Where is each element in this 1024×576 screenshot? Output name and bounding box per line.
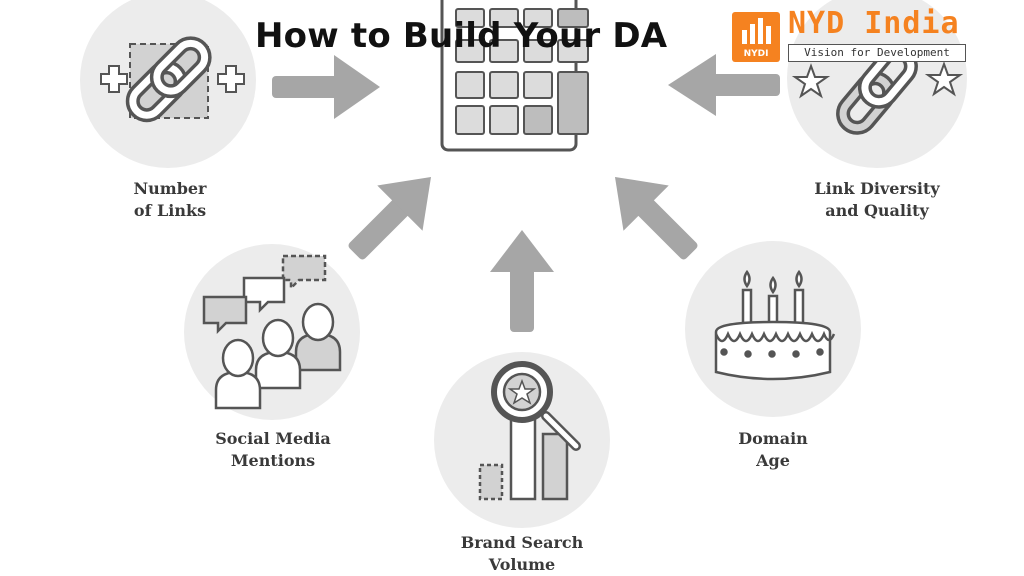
label-number-of-links: Number of Links: [133, 179, 207, 220]
arrow-from-number-of-links: [272, 55, 380, 119]
building-icon: [742, 18, 771, 44]
birthday-cake-icon: [714, 269, 836, 381]
magnifier-bar-chart-icon: [478, 361, 581, 501]
arrow-from-social-media: [348, 176, 432, 260]
logo-name: NYD India: [788, 6, 960, 41]
chain-link-plus-icon: [100, 36, 245, 123]
label-brand-search: Brand Search Volume: [460, 533, 584, 574]
label-domain-age: Domain Age: [738, 429, 808, 470]
arrow-from-link-diversity: [668, 54, 780, 116]
calculator-icon: [440, 0, 589, 152]
arrow-from-brand-search: [490, 230, 554, 332]
label-social-media: Social Media Mentions: [215, 429, 331, 470]
logo-badge-text: NYDI: [743, 49, 769, 59]
people-speech-bubbles-icon: [202, 254, 342, 410]
page-title: How to Build Your DA: [255, 16, 668, 56]
logo-badge: NYDI: [732, 12, 780, 62]
label-link-diversity: Link Diversity and Quality: [814, 179, 940, 220]
brand-logo: NYDI NYD India Vision for Development: [732, 6, 968, 66]
logo-tagline: Vision for Development: [788, 44, 966, 62]
arrow-from-domain-age: [614, 176, 698, 260]
